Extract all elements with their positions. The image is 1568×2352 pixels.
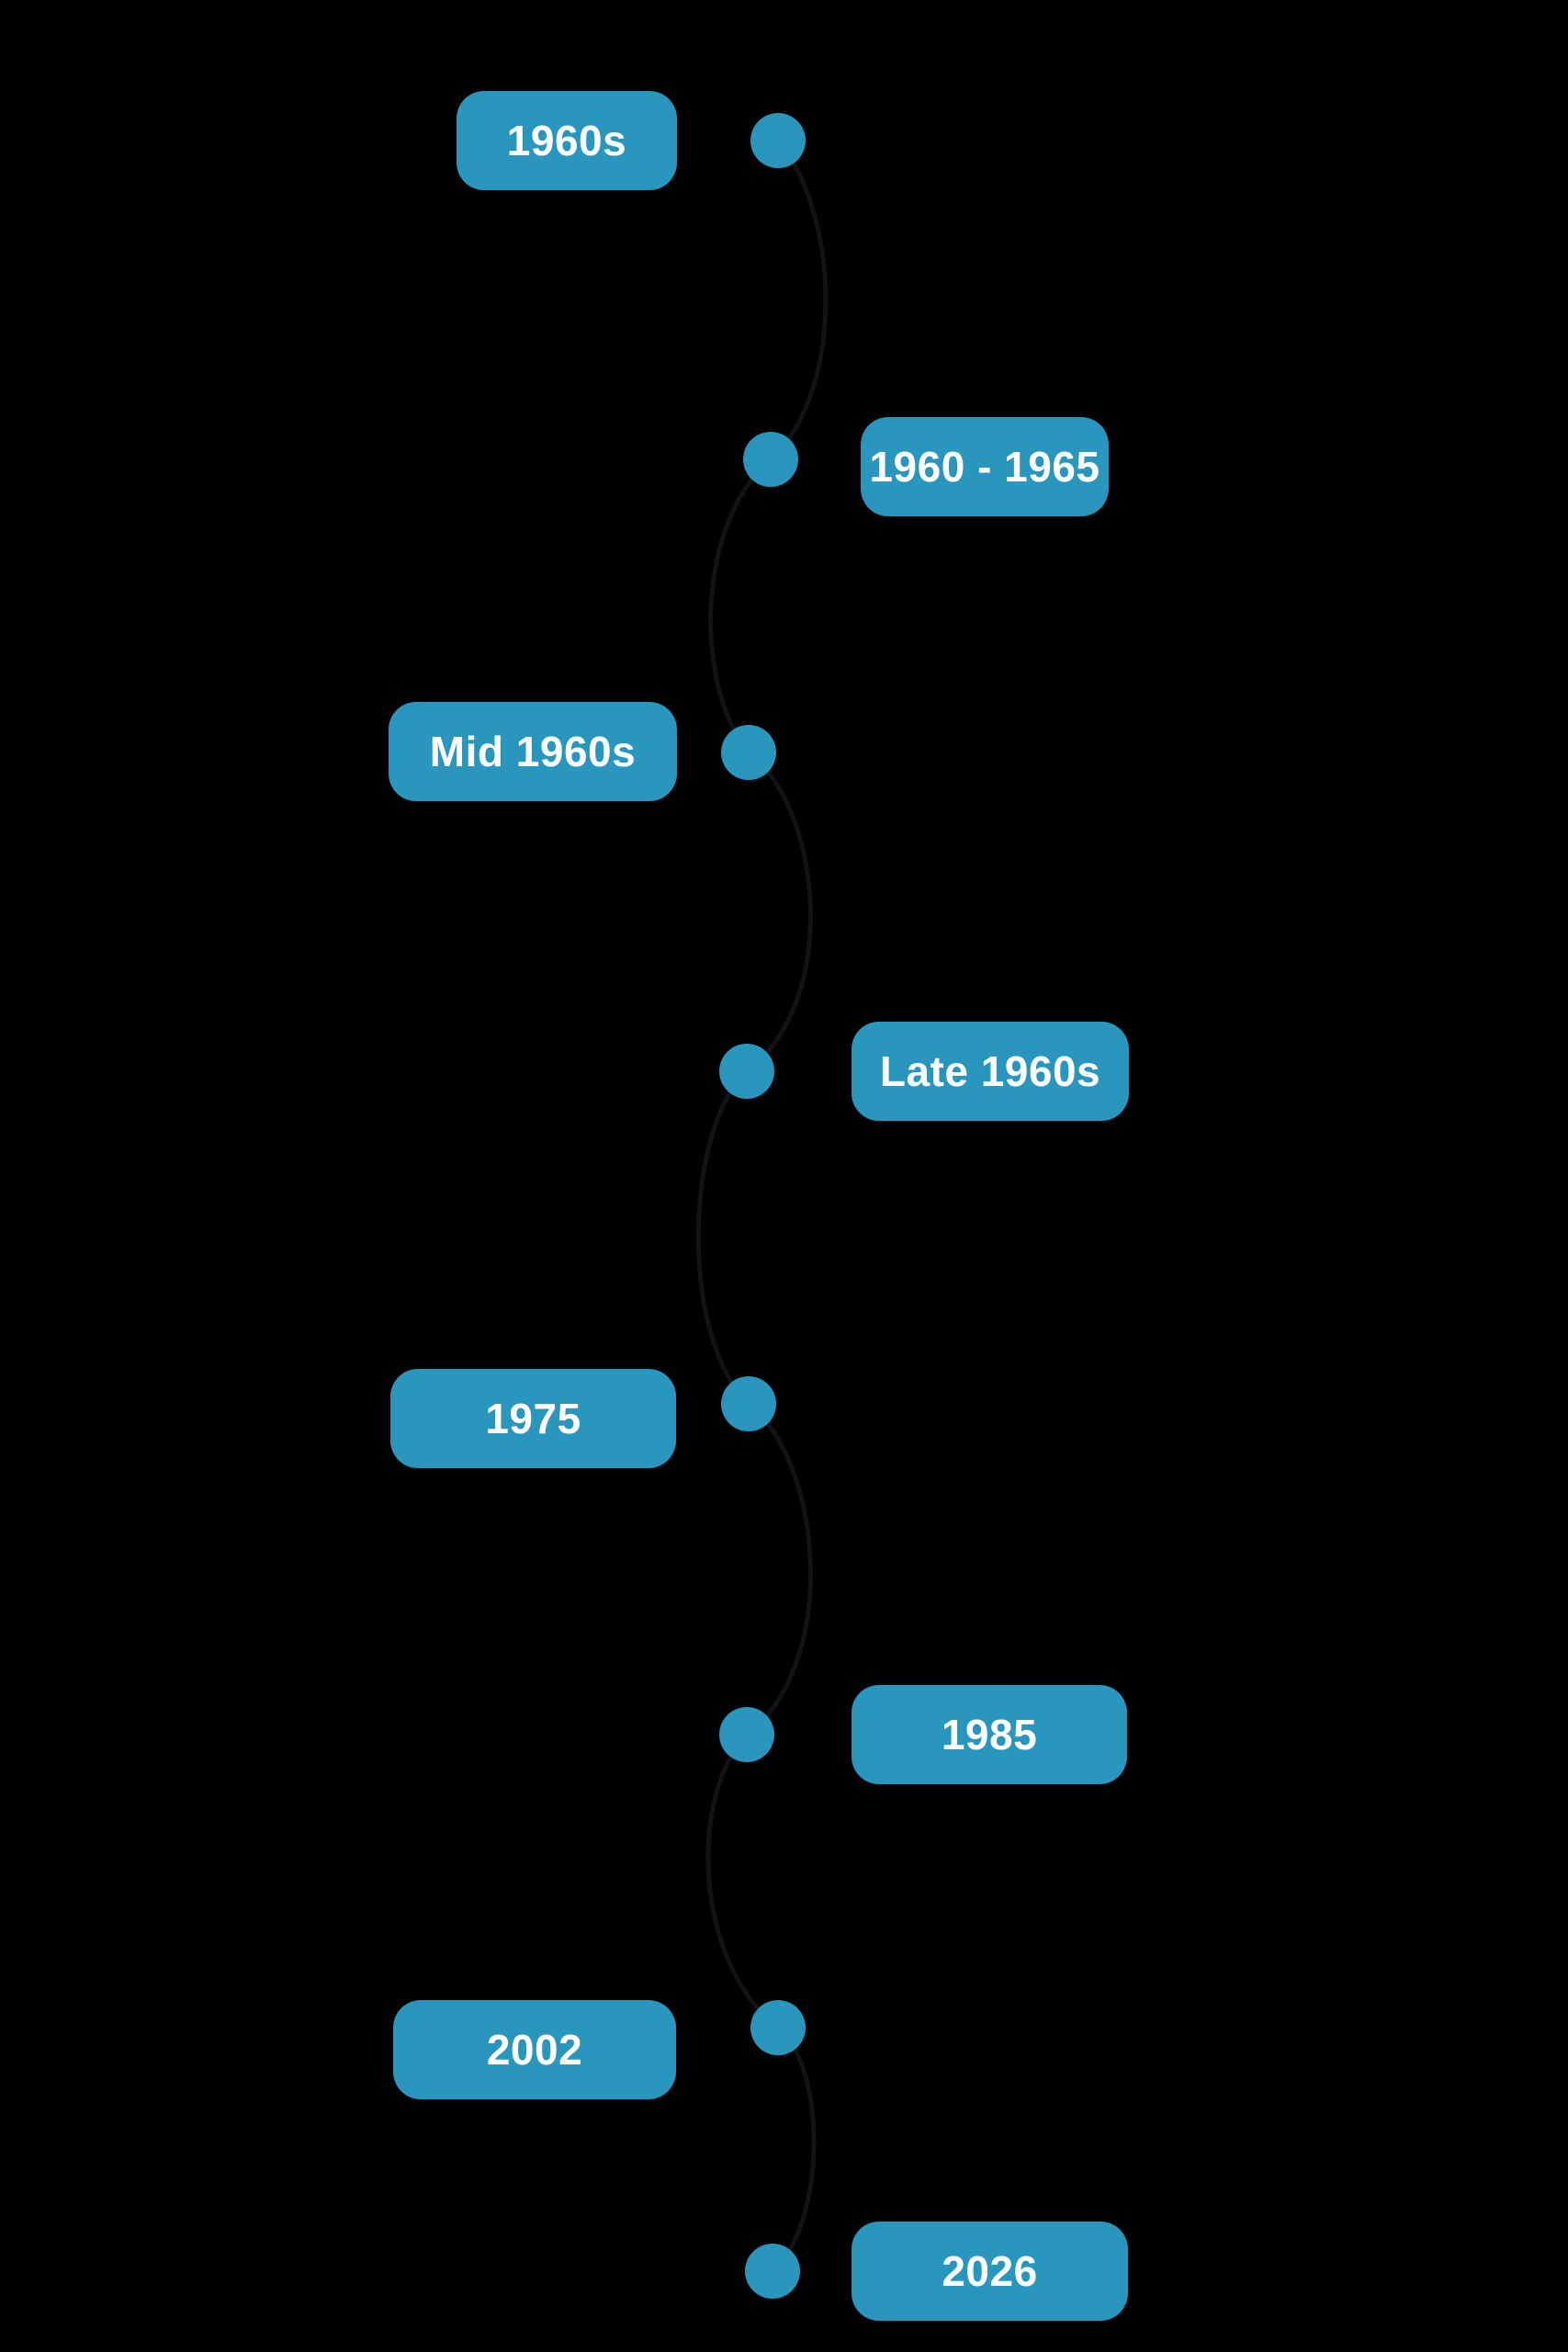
- timeline-dot-1985: [719, 1707, 774, 1762]
- badge-1960s: 1960s: [457, 91, 677, 190]
- timeline-dot-mid-1960s: [721, 725, 776, 780]
- badge-1960-1965: 1960 - 1965: [861, 417, 1109, 516]
- timeline-dot-1960-1965: [743, 432, 798, 487]
- badge-late-1960s: Late 1960s: [852, 1022, 1129, 1121]
- timeline-dot-2002: [750, 2000, 806, 2055]
- timeline-dot-2026: [745, 2244, 800, 2299]
- badge-mid-1960s: Mid 1960s: [389, 702, 677, 801]
- badge-2002: 2002: [393, 2000, 676, 2099]
- badge-2026: 2026: [852, 2222, 1128, 2321]
- timeline-connector-line: [695, 138, 829, 2274]
- badge-1985: 1985: [852, 1685, 1127, 1784]
- timeline-dot-1960s: [750, 113, 806, 168]
- timeline-dot-1975: [721, 1376, 776, 1431]
- badge-1975: 1975: [390, 1369, 676, 1468]
- timeline-dot-late-1960s: [719, 1044, 774, 1099]
